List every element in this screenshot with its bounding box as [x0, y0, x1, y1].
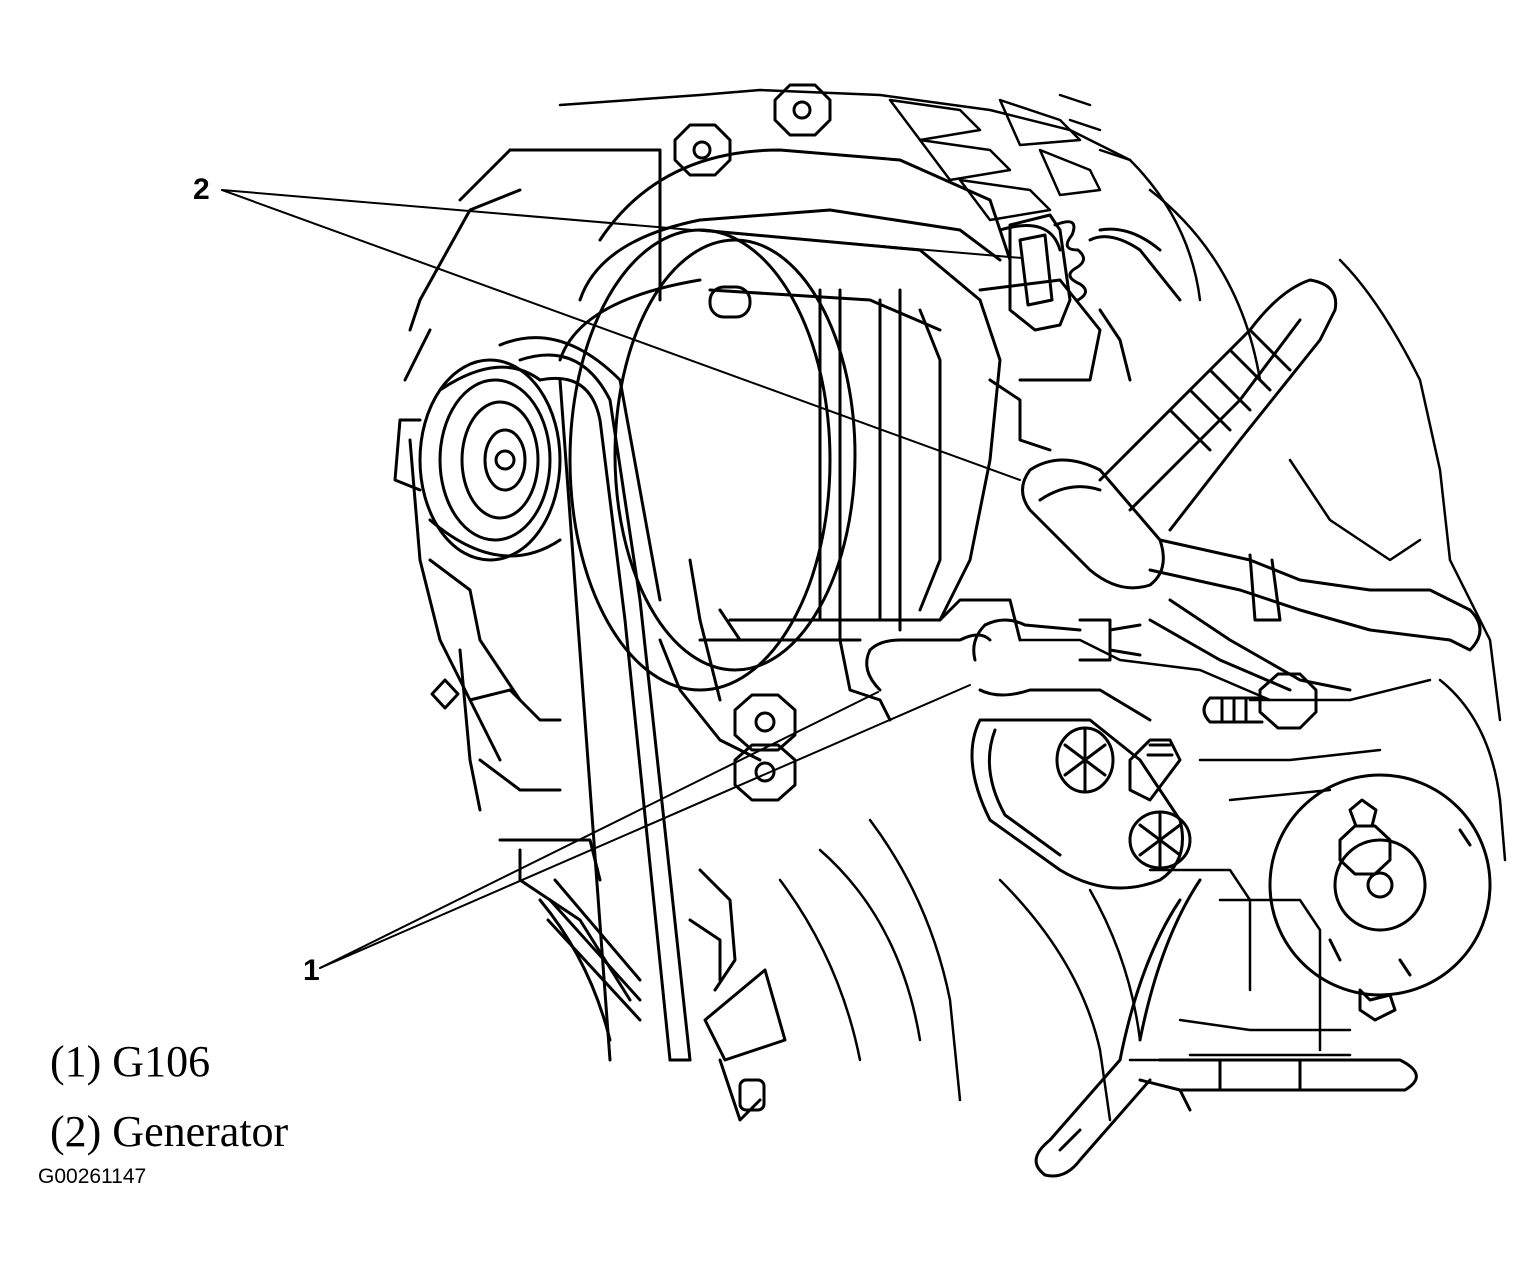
- mounting-bolts: [675, 85, 1390, 874]
- generator-fins: [890, 95, 1130, 220]
- lower-harness: [1036, 880, 1416, 1176]
- lower-bracket: [690, 870, 785, 1120]
- legend-item-g106: (1) G106: [50, 1037, 211, 1086]
- leader-lines: [222, 190, 1022, 968]
- leader-2-boot: [222, 190, 1020, 480]
- generator-pulley: [395, 360, 560, 560]
- generator-connector: [1010, 215, 1180, 380]
- crank-pulley: [1270, 775, 1490, 1020]
- ground-wire: [867, 620, 1150, 720]
- timing-cover: [405, 150, 660, 1040]
- drive-belt: [500, 338, 690, 1060]
- battery-terminal-boot: [1023, 460, 1164, 588]
- belt-tensioner: [972, 720, 1190, 888]
- wiring-harness: [1100, 280, 1480, 690]
- generator-body: [560, 150, 1100, 760]
- callout-generator-number: 2: [193, 173, 210, 206]
- leader-2-connector: [222, 190, 1022, 258]
- engine-block-outline: [560, 90, 1505, 1120]
- figure-id-label: G00261147: [38, 1165, 147, 1188]
- leader-1-right: [320, 685, 970, 968]
- legend-item-generator: (2) Generator: [50, 1107, 289, 1156]
- leader-1-left: [320, 692, 878, 968]
- callout-g106-number: 1: [303, 954, 320, 987]
